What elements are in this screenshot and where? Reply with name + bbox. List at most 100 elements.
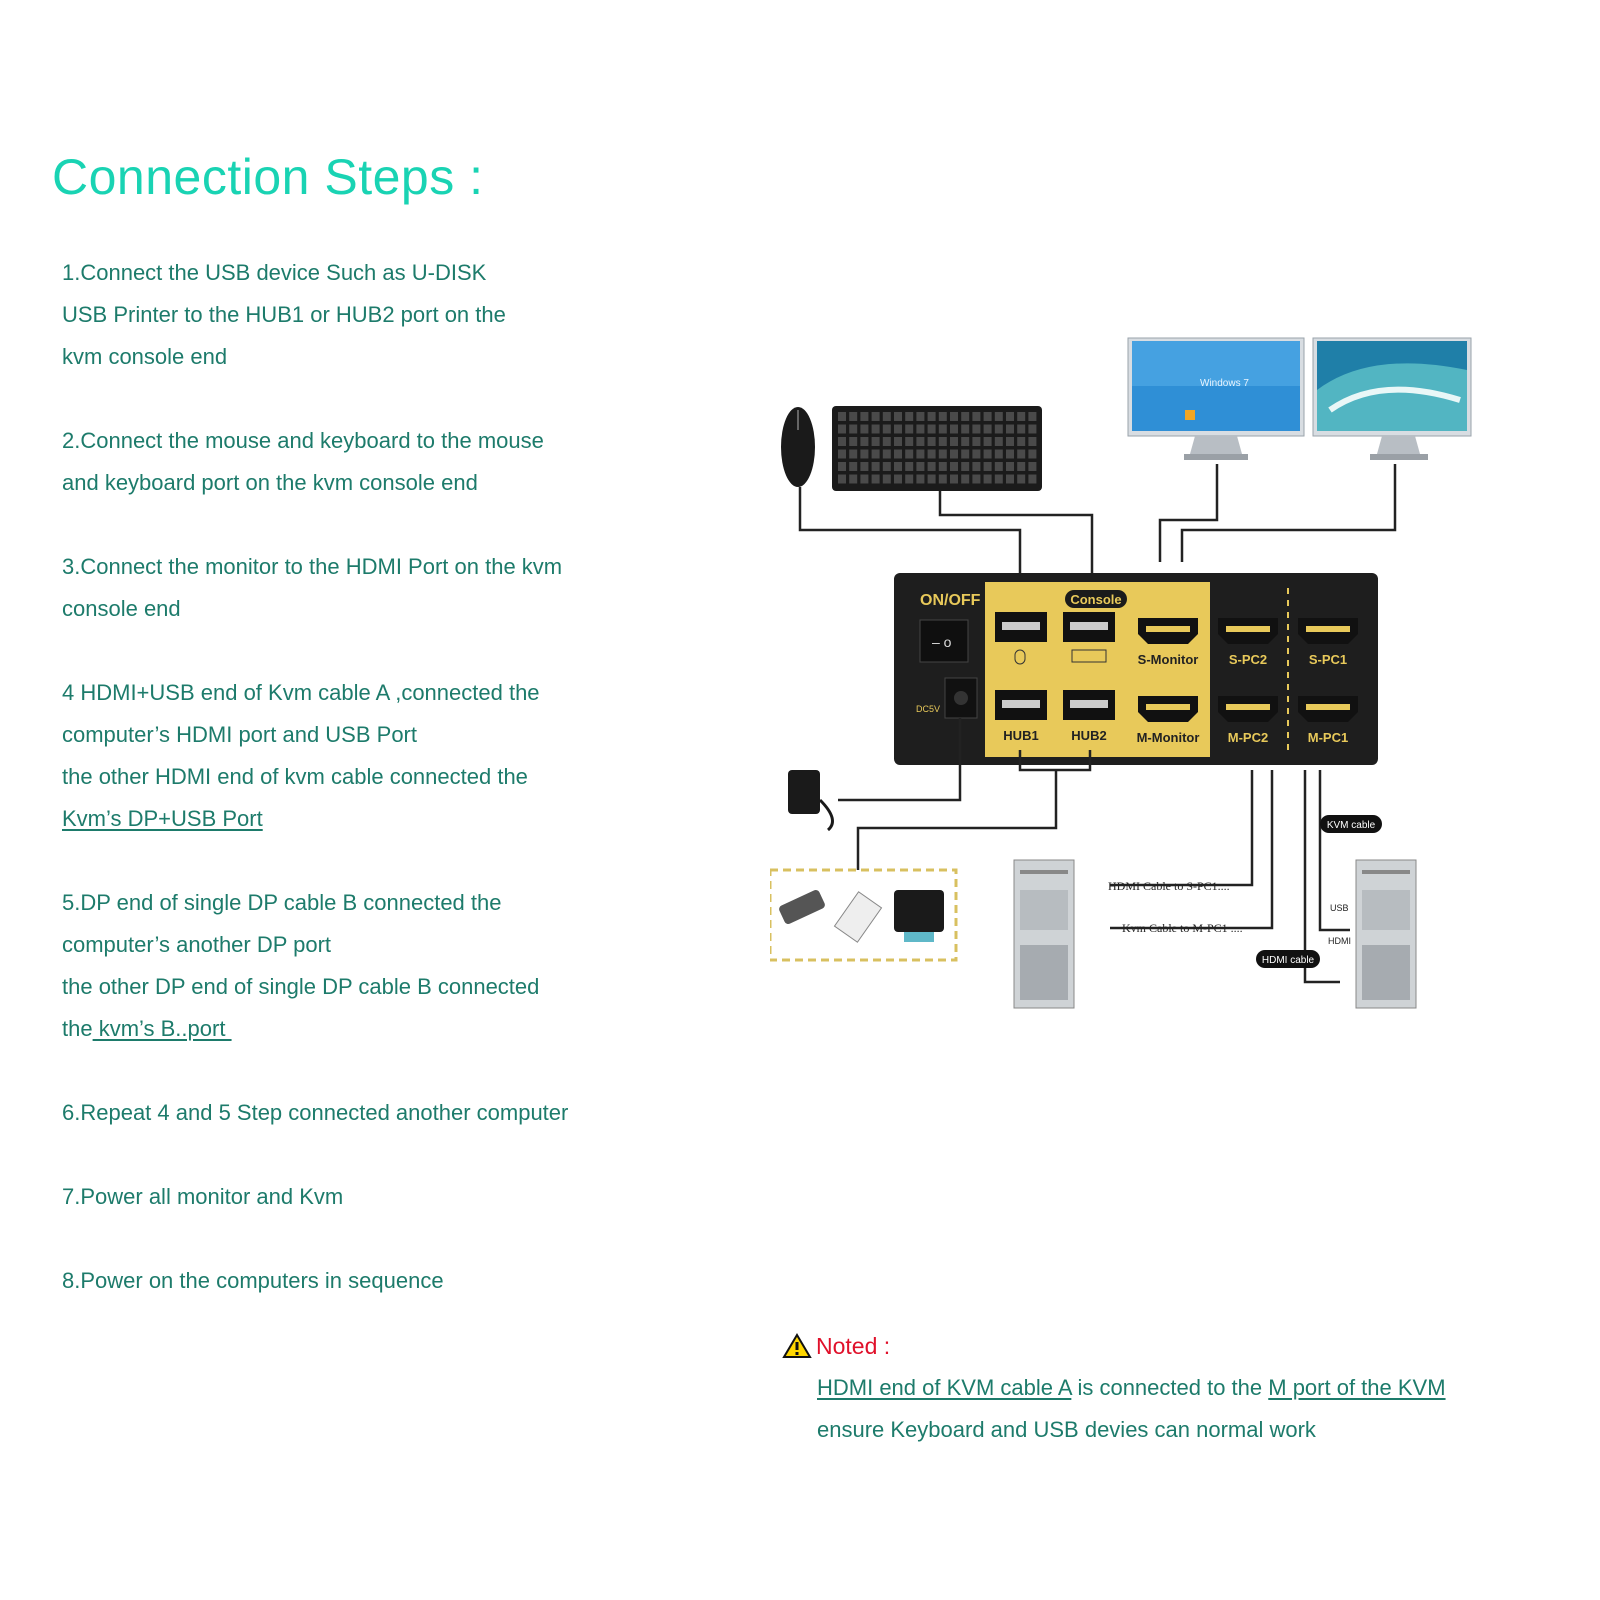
keyboard-key xyxy=(860,462,869,471)
keyboard-key xyxy=(838,424,846,434)
keyboard-key xyxy=(849,437,858,446)
s-monitor-label: S-Monitor xyxy=(1138,652,1199,667)
keyboard-key xyxy=(1017,412,1026,421)
keyboard-key xyxy=(838,437,846,446)
step-4: 4 HDMI+USB end of Kvm cable A ,connected… xyxy=(62,672,702,840)
note-underlined-port: M port of the KVM xyxy=(1268,1375,1446,1400)
keyboard-key xyxy=(849,424,858,434)
s-pc1-label: S-PC1 xyxy=(1309,652,1347,667)
keyboard-key xyxy=(927,462,936,471)
keyboard-key xyxy=(894,437,902,446)
keyboard-key xyxy=(994,449,1003,459)
keyboard-key xyxy=(849,474,858,484)
keyboard-key xyxy=(983,462,992,471)
warning-icon xyxy=(782,1333,812,1358)
keyboard-key xyxy=(1006,474,1014,484)
keyboard-key xyxy=(927,449,936,459)
step-text: 1.Connect the USB device Such as U-DISK xyxy=(62,260,487,285)
keyboard-key xyxy=(882,412,891,421)
kvm-cable-badge: KVM cable xyxy=(1327,820,1376,831)
keyboard-key xyxy=(860,474,869,484)
keyboard-key xyxy=(1017,462,1026,471)
mouse-icon xyxy=(781,407,815,487)
keyboard-key xyxy=(994,462,1003,471)
step-8: 8.Power on the computers in sequence xyxy=(62,1260,702,1302)
keyboard-key xyxy=(916,412,925,421)
step-3: 3.Connect the monitor to the HDMI Port o… xyxy=(62,546,702,630)
keyboard-key xyxy=(950,474,958,484)
keyboard-key xyxy=(994,424,1003,434)
step-7: 7.Power all monitor and Kvm xyxy=(62,1176,702,1218)
keyboard-key xyxy=(938,437,947,446)
keyboard-key xyxy=(1028,449,1037,459)
keyboard-key xyxy=(838,474,846,484)
keyboard-key xyxy=(1028,424,1037,434)
step-text: 2.Connect the mouse and keyboard to the … xyxy=(62,428,544,453)
step-text: USB Printer to the HUB1 or HUB2 port on … xyxy=(62,302,506,327)
onoff-label: ON/OFF xyxy=(920,592,981,609)
keyboard-key xyxy=(1006,412,1014,421)
hdmi-cable-s-pc1-label: HDMI Cable to S-PC1.... xyxy=(1108,879,1230,893)
monitor-left: Windows 7 xyxy=(1127,337,1305,460)
keyboard-key xyxy=(882,474,891,484)
step-text: and keyboard port on the kvm console end xyxy=(62,470,478,495)
keyboard-key xyxy=(916,462,925,471)
keyboard-key xyxy=(860,449,869,459)
keyboard-key xyxy=(983,449,992,459)
keyboard-key xyxy=(1006,449,1014,459)
step-1: 1.Connect the USB device Such as U-DISK … xyxy=(62,252,702,378)
keyboard-key xyxy=(983,412,992,421)
usb-hub-icon xyxy=(779,889,825,925)
keyboard-key xyxy=(972,437,981,446)
keyboard-key xyxy=(938,474,947,484)
keyboard-key xyxy=(860,437,869,446)
keyboard-key xyxy=(961,474,970,484)
step-2: 2.Connect the mouse and keyboard to the … xyxy=(62,420,702,504)
keyboard-key xyxy=(1017,437,1026,446)
step-6: 6.Repeat 4 and 5 Step connected another … xyxy=(62,1092,702,1134)
underlined-text: kvm’s B..port xyxy=(92,1016,232,1041)
keyboard-key xyxy=(938,449,947,459)
keyboard-key xyxy=(882,424,891,434)
m-pc2-label: M-PC2 xyxy=(1228,730,1268,745)
keyboard-key xyxy=(905,437,914,446)
computer-right xyxy=(1355,859,1417,1009)
kvm-cable-m-pc1-label: Kvm Cable to M-PC1 .... xyxy=(1122,921,1243,935)
power-adapter-icon xyxy=(788,770,834,832)
keyboard-key xyxy=(1017,449,1026,459)
step-text: 3.Connect the monitor to the HDMI Port o… xyxy=(62,554,563,579)
hub2-label: HUB2 xyxy=(1071,728,1106,743)
step-text: 4 HDMI+USB end of Kvm cable A ,connected… xyxy=(62,680,540,705)
note-text: is connected to the xyxy=(1071,1375,1269,1400)
step-text: the other DP end of single DP cable B co… xyxy=(62,974,540,999)
keyboard-key xyxy=(927,474,936,484)
note-title: Noted : xyxy=(816,1333,891,1359)
step-text: kvm console end xyxy=(62,344,228,369)
keyboard-key xyxy=(961,437,970,446)
step-text: computer’s another DP port xyxy=(62,932,332,957)
windows-logo-icon xyxy=(1185,410,1195,420)
keyboard-key xyxy=(838,462,846,471)
usb-devices-box xyxy=(770,868,958,962)
step-text: 6.Repeat 4 and 5 Step connected another … xyxy=(62,1100,569,1125)
keyboard-key xyxy=(1006,462,1014,471)
keyboard-key xyxy=(961,424,970,434)
monitor-right xyxy=(1312,337,1472,460)
keyboard-key xyxy=(916,437,925,446)
keyboard-key xyxy=(882,449,891,459)
keyboard-key xyxy=(916,424,925,434)
keyboard-key xyxy=(961,412,970,421)
keyboard-key xyxy=(972,449,981,459)
usb-disk-icon xyxy=(833,891,883,943)
console-label: Console xyxy=(1070,592,1121,607)
keyboard-key xyxy=(871,462,880,471)
underlined-text: Kvm’s DP+USB Port xyxy=(62,806,263,831)
keyboard-key xyxy=(1028,437,1037,446)
keyboard-key xyxy=(1028,412,1037,421)
keyboard-key xyxy=(972,474,981,484)
dc-jack xyxy=(954,691,968,705)
computer-left xyxy=(1013,859,1075,1009)
keyboard-key xyxy=(950,462,958,471)
step-text-line: the kvm’s B..port xyxy=(62,1008,702,1050)
step-text: computer’s HDMI port and USB Port xyxy=(62,722,417,747)
